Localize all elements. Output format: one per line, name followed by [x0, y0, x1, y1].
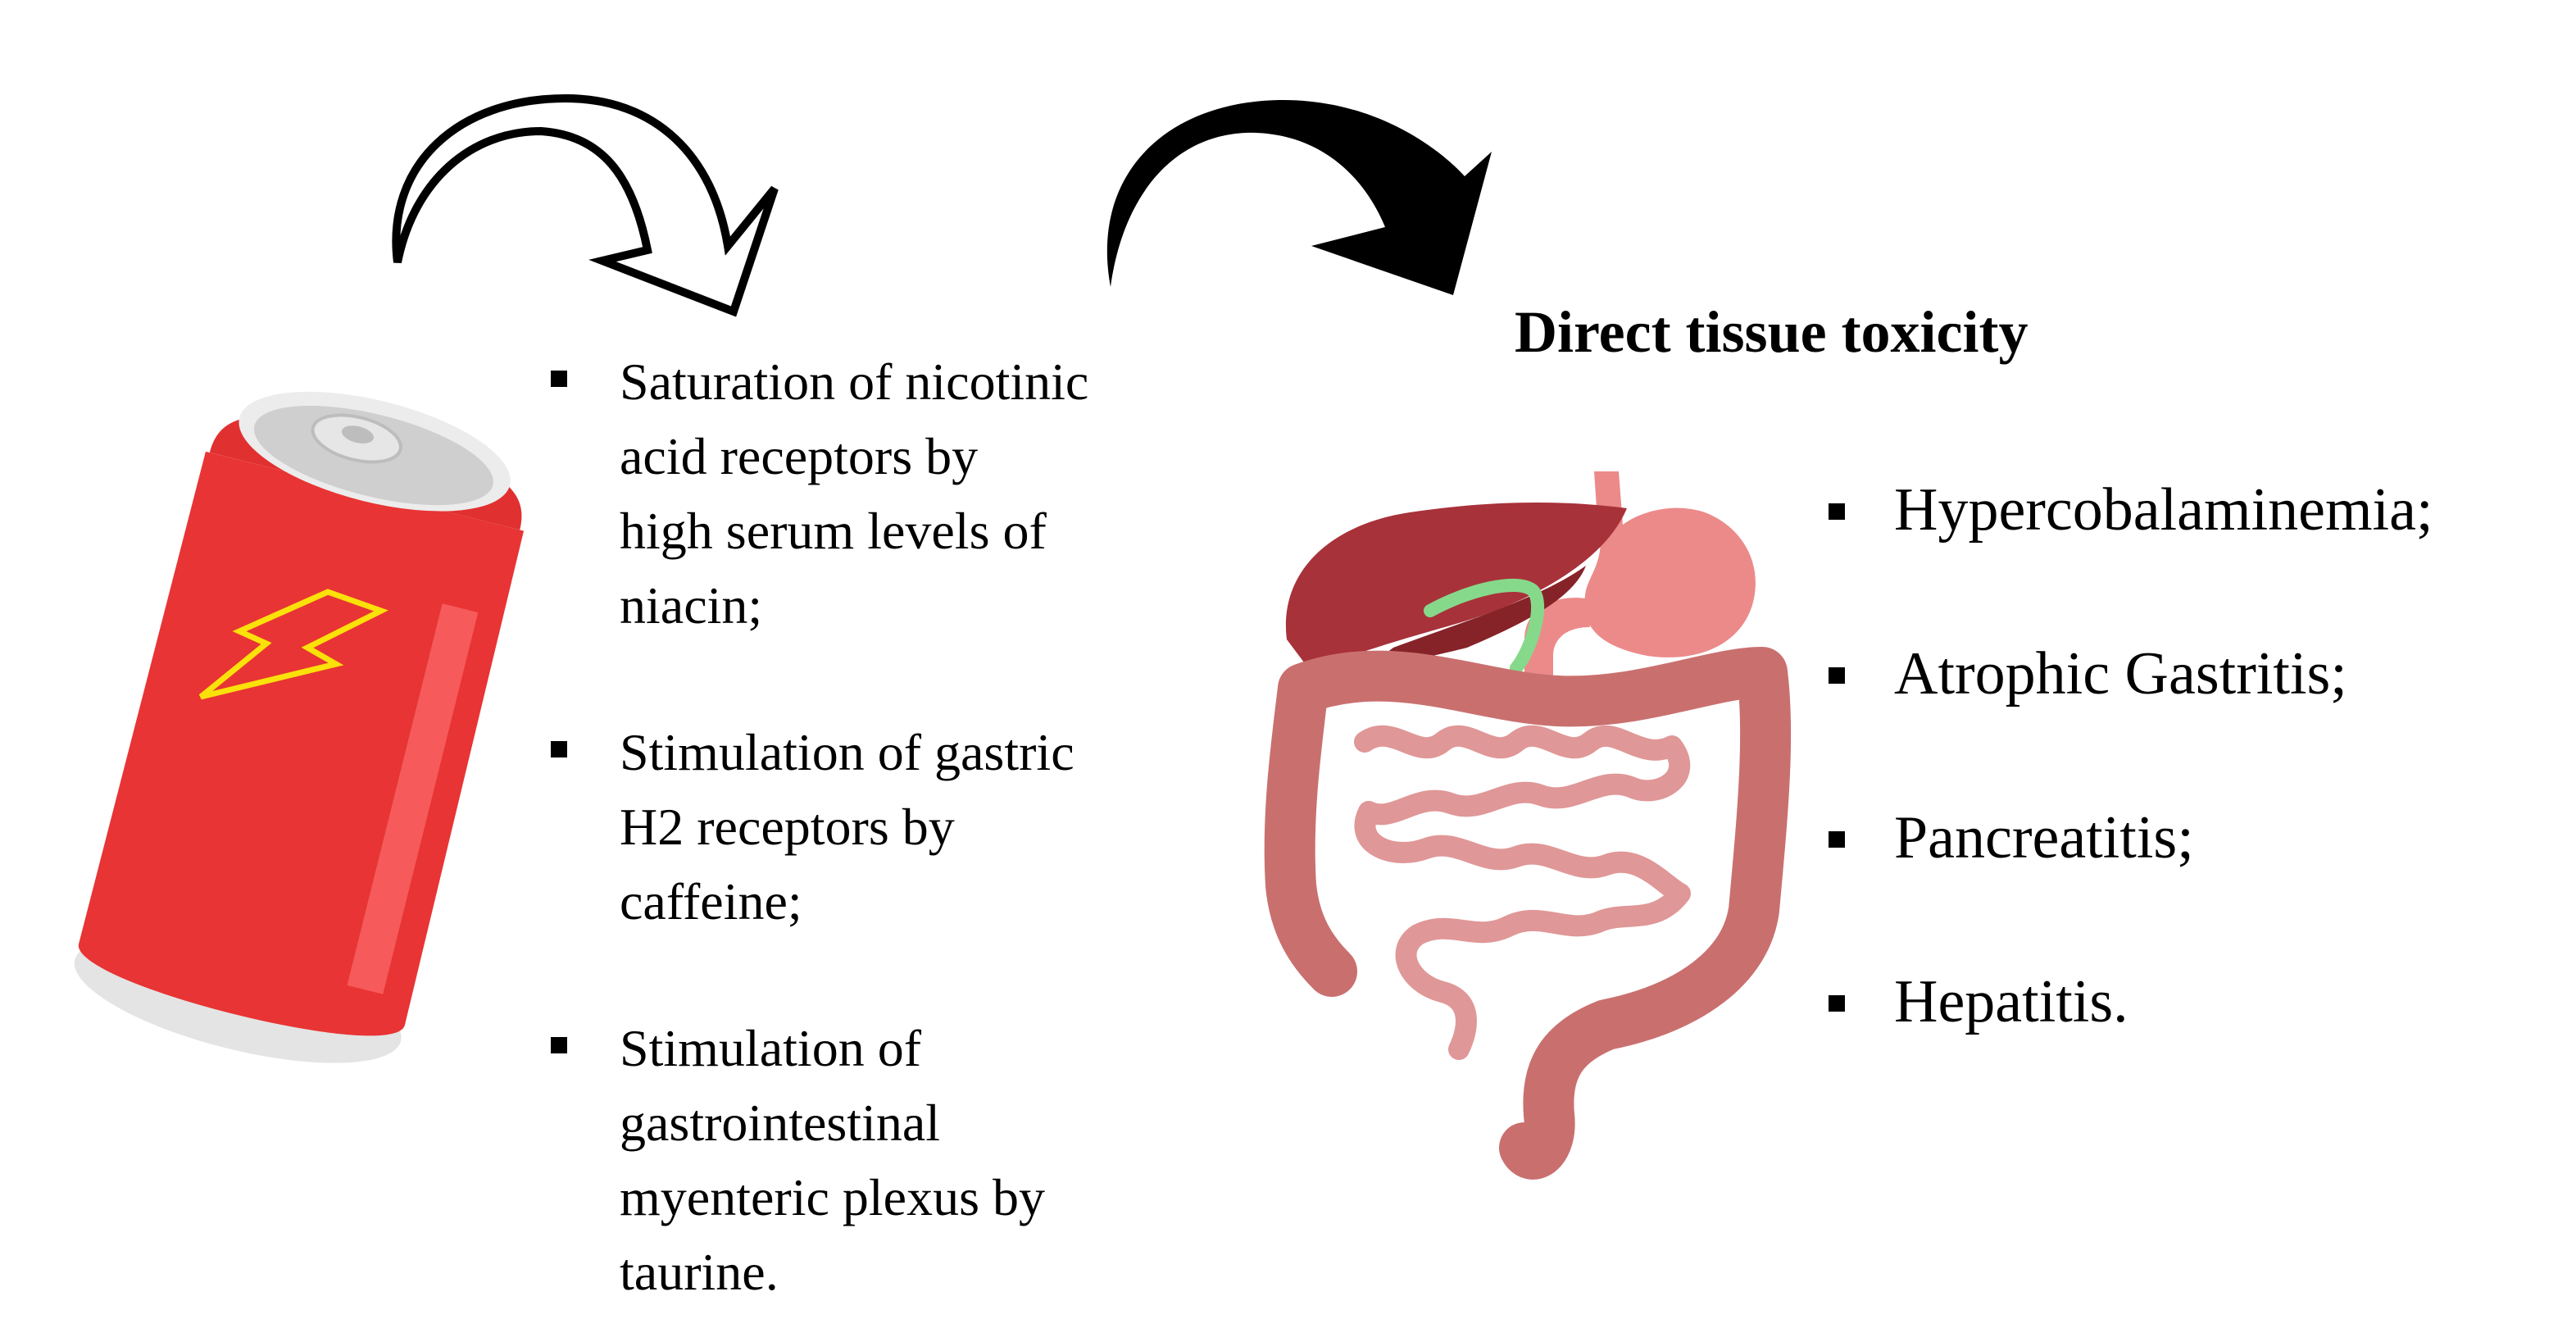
- toxicity-item-label: Pancreatitis;: [1894, 804, 2194, 871]
- mechanism-line: Stimulation of: [620, 1019, 921, 1077]
- curved-arrow-outline-icon: [392, 93, 779, 317]
- toxicity-item-label: Hypercobalaminemia;: [1894, 476, 2433, 544]
- toxicity-item: Hypercobalaminemia;: [1815, 469, 2433, 551]
- mechanism-line: caffeine;: [620, 872, 802, 930]
- mechanism-line: gastrointestinal: [620, 1094, 941, 1152]
- mechanism-line: Stimulation of gastric: [620, 723, 1074, 781]
- toxicity-item: Pancreatitis;: [1815, 797, 2433, 879]
- mechanism-line: high serum levels of: [620, 502, 1047, 560]
- toxicity-item-label: Hepatitis.: [1894, 968, 2128, 1035]
- mechanism-item: Stimulation of gastric H2 receptors by c…: [541, 715, 1279, 939]
- toxicity-item: Hepatitis.: [1815, 961, 2433, 1043]
- bullet-square-icon: [1829, 667, 1845, 684]
- mechanism-line: taurine.: [620, 1243, 779, 1301]
- toxicity-list: Hypercobalaminemia; Atrophic Gastritis; …: [1815, 469, 2433, 1125]
- bullet-square-icon: [551, 1037, 567, 1053]
- mechanisms-list: Saturation of nicotinic acid receptors b…: [541, 344, 1279, 1309]
- mechanism-line: myenteric plexus by: [620, 1168, 1045, 1226]
- mechanism-line: H2 receptors by: [620, 798, 955, 856]
- bullet-square-icon: [1829, 503, 1845, 520]
- toxicity-item-label: Atrophic Gastritis;: [1894, 640, 2347, 707]
- bullet-square-icon: [551, 371, 567, 387]
- energy-drink-can-icon: [74, 391, 525, 1063]
- mechanism-line: acid receptors by: [620, 427, 979, 485]
- toxicity-heading: Direct tissue toxicity: [1515, 299, 2029, 365]
- mechanism-line: Saturation of nicotinic: [620, 353, 1089, 411]
- mechanism-item: Saturation of nicotinic acid receptors b…: [541, 344, 1279, 643]
- bullet-square-icon: [551, 741, 567, 757]
- bullet-square-icon: [1829, 831, 1845, 848]
- mechanism-line: niacin;: [620, 576, 763, 635]
- mechanism-item: Stimulation of gastrointestinal myenteri…: [541, 1011, 1279, 1309]
- lightning-bolt-icon: [198, 589, 388, 700]
- bullet-square-icon: [1829, 995, 1845, 1012]
- digestive-system-icon: [1264, 471, 1792, 1180]
- curved-arrow-solid-icon: [1106, 99, 1492, 295]
- toxicity-item: Atrophic Gastritis;: [1815, 633, 2433, 715]
